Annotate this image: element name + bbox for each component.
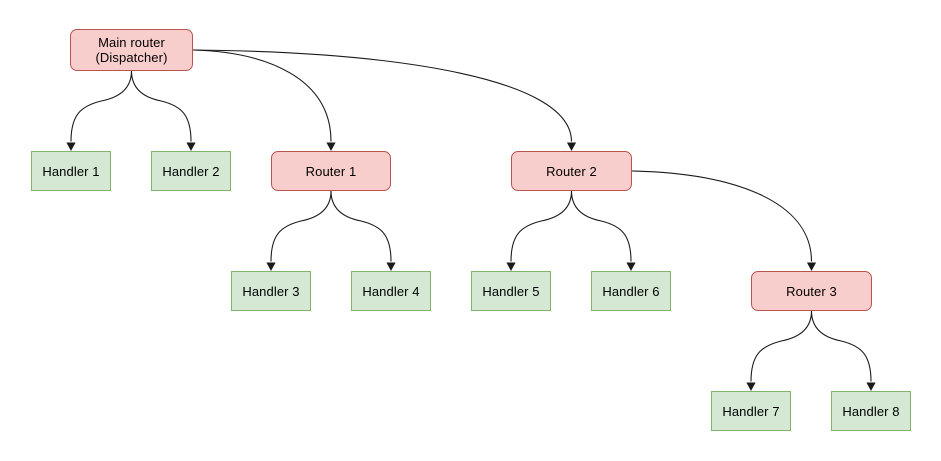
node-handler-7[interactable]: Handler 7 bbox=[711, 391, 791, 431]
edge-router-2-to-handler-6 bbox=[570, 190, 636, 271]
node-handler-1[interactable]: Handler 1 bbox=[31, 151, 111, 191]
edge-router-3-to-handler-7 bbox=[746, 310, 813, 391]
node-handler-3[interactable]: Handler 3 bbox=[231, 271, 311, 311]
edge-main-to-router-1 bbox=[192, 49, 336, 151]
node-handler-4[interactable]: Handler 4 bbox=[351, 271, 431, 311]
node-handler-5[interactable]: Handler 5 bbox=[471, 271, 551, 311]
node-main-router[interactable]: Main router (Dispatcher) bbox=[70, 29, 193, 71]
edge-router-1-to-handler-4 bbox=[330, 190, 396, 271]
edge-router-1-to-handler-3 bbox=[266, 190, 332, 271]
edge-router-2-to-router-3 bbox=[631, 170, 817, 271]
edge-main-to-handler-1 bbox=[66, 70, 133, 151]
node-router-2[interactable]: Router 2 bbox=[511, 151, 632, 191]
node-router-3[interactable]: Router 3 bbox=[751, 271, 872, 311]
node-handler-2[interactable]: Handler 2 bbox=[151, 151, 231, 191]
node-handler-8[interactable]: Handler 8 bbox=[831, 391, 911, 431]
node-router-1[interactable]: Router 1 bbox=[271, 151, 391, 191]
edge-main-to-handler-2 bbox=[130, 70, 196, 151]
edge-router-3-to-handler-8 bbox=[810, 310, 876, 391]
node-handler-6[interactable]: Handler 6 bbox=[591, 271, 671, 311]
edge-router-2-to-handler-5 bbox=[506, 190, 573, 271]
edge-main-to-router-2 bbox=[192, 49, 577, 151]
